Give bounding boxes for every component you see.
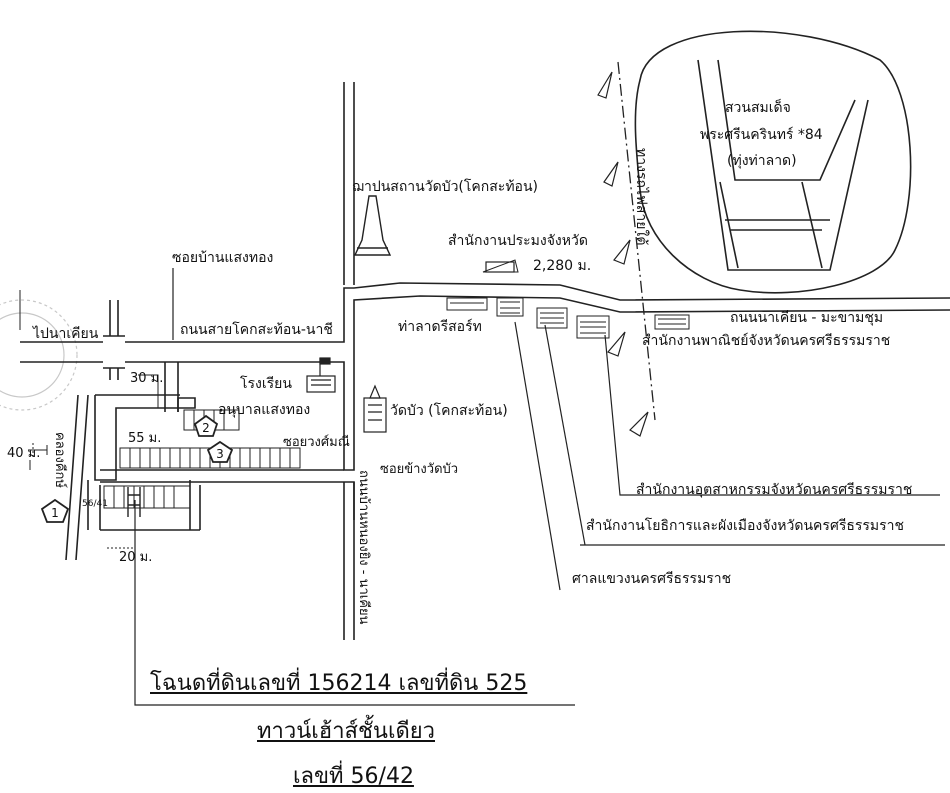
soi-yongmanee-label: ซอยวงศ์มณี xyxy=(283,435,350,450)
railway-label: ทางรถไฟสายใต้ xyxy=(633,148,649,246)
marker-3 xyxy=(206,440,234,463)
industry-label: สำนักงานอุตสาหกรรมจังหวัดนครศรีธรรมราช xyxy=(636,482,913,498)
lot-number-label: 56/41 xyxy=(82,499,108,509)
marker-1 xyxy=(40,498,70,523)
railway-signals xyxy=(597,71,649,437)
soi-saengthong xyxy=(164,362,179,412)
park-name-line3: (ทุ่งท่าลาด) xyxy=(727,153,797,169)
government-building-icons xyxy=(446,297,690,339)
marker-2-label: 2 xyxy=(202,421,210,435)
temple-icon xyxy=(363,384,387,433)
dimension-lines xyxy=(19,290,159,549)
townhouse-row-2 xyxy=(103,485,191,509)
temple-label: วัดบัว (โคกสะท้อน) xyxy=(390,403,508,419)
road-vertical-label: ถนนบ้านหนองยิง - นาเคียน xyxy=(356,470,371,625)
canal xyxy=(65,394,89,561)
leader-lines xyxy=(134,268,945,706)
stamp-watermark xyxy=(0,299,78,411)
pagoda-label: ฌาปนสถานวัดบัว(โคกสะท้อน) xyxy=(352,179,538,195)
dimension-40m: 40 ม. xyxy=(7,446,41,461)
marker-1-label: 1 xyxy=(51,506,59,520)
public-works-label: สำนักงานโยธิการและผังเมืองจังหวัดนครศรีธ… xyxy=(586,518,905,534)
road-nakhian-label: ถนนนาเคียน - มะขามชุม xyxy=(730,310,884,326)
park-name-line1: สวนสมเด็จ xyxy=(725,100,791,116)
commerce-label: สำนักงานพาณิชย์จังหวัดนครศรีธรรมราช xyxy=(642,333,891,349)
marker-3-label: 3 xyxy=(216,447,224,461)
gate-icon xyxy=(127,487,141,517)
pagoda-icon xyxy=(353,195,392,256)
road-main-upper xyxy=(20,282,950,343)
fisheries-label: สำนักงานประมงจังหวัด xyxy=(448,233,588,249)
pier-label: ท่าลาดรีสอร์ท xyxy=(398,319,482,335)
bridge xyxy=(103,300,125,380)
dimension-30m: 30 ม. xyxy=(130,371,164,386)
park-name-line2: พระศรีนครินทร์ *84 xyxy=(700,127,823,143)
title-building-type: ทาวน์เฮ้าส์ชั้นเดียว xyxy=(257,719,435,744)
kindergarten-label: อนุบาลแสงทอง xyxy=(218,402,311,418)
school-label: โรงเรียน xyxy=(240,376,292,392)
railway-line xyxy=(617,61,656,421)
development-outline xyxy=(94,394,196,481)
soi-temple-label: ซอยข้างวัดบัว xyxy=(380,462,459,477)
school-building-icon xyxy=(306,357,336,393)
canal-label: คลองคีกษ์ xyxy=(52,432,67,488)
soi-saengthong-label: ซอยบ้านแสงทอง xyxy=(172,250,274,266)
road-south xyxy=(343,482,355,640)
location-markers xyxy=(40,414,234,523)
road-north xyxy=(343,82,355,285)
road-main-label: ถนนสายโคกสะท้อน-นาชี xyxy=(180,322,333,338)
title-house-number: เลขที่ 56/42 xyxy=(293,764,414,789)
dimension-55m: 55 ม. xyxy=(128,431,162,446)
fisheries-building-icon xyxy=(482,259,519,273)
marker-2 xyxy=(193,414,219,437)
road-main-lower xyxy=(20,295,950,471)
dimension-20m: 20 ม. xyxy=(119,550,153,565)
court-label: ศาลแขวงนครศรีธรรมราช xyxy=(572,571,732,587)
to-na-khian-label: ไปนาเคียน xyxy=(33,326,99,342)
title-deed-number: โฉนดที่ดินเลขที่ 156214 เลขที่ดิน 525 xyxy=(150,671,528,696)
park-paths xyxy=(697,59,869,271)
park-boundary xyxy=(634,30,912,294)
distance-label: 2,280 ม. xyxy=(533,258,592,274)
